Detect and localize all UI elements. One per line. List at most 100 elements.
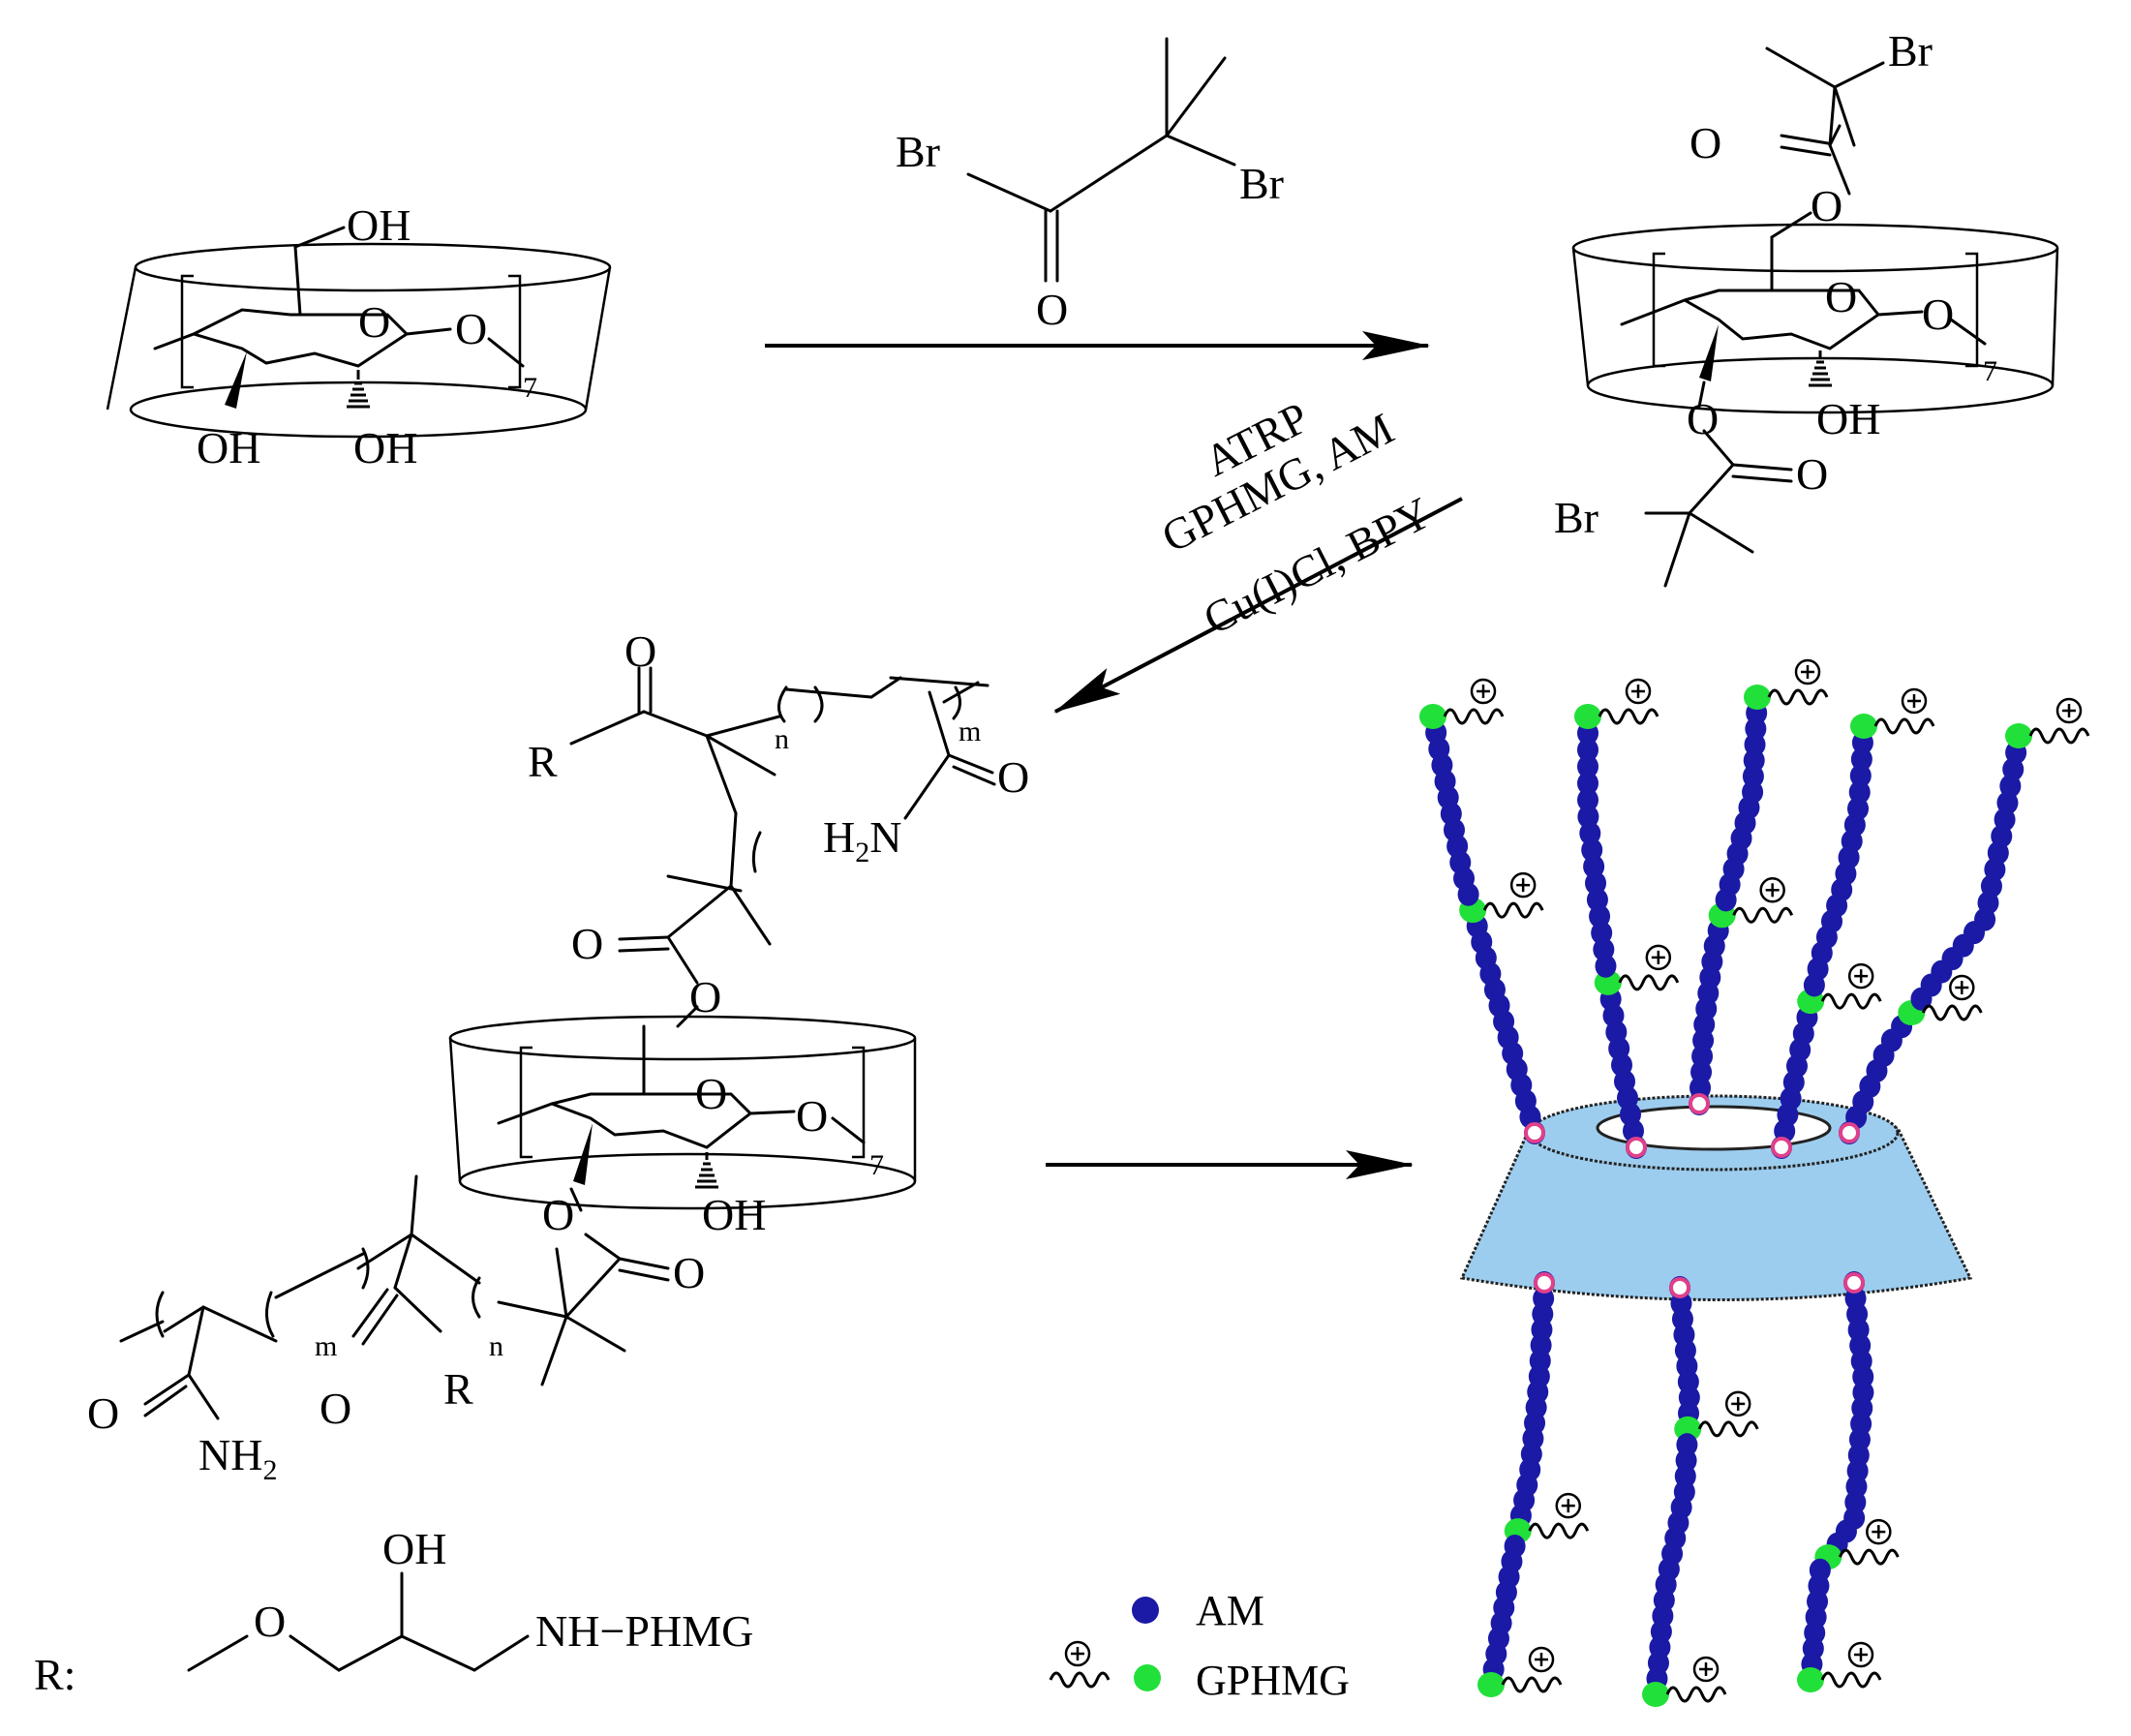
link-oxygen: O [796,1091,828,1141]
grafted-cyclodextrin: O R n m O H2N O O O O 7 O OH O m n O NH2… [87,626,1029,1486]
anchor-ring [1534,1272,1555,1294]
anchor-ring [1626,1137,1647,1158]
reagent-bromide: Br Br O [896,37,1284,334]
br-left: Br [896,127,940,176]
legend-gphmg-symbol [1049,1640,1161,1691]
legend-am-bead [1132,1597,1159,1624]
gphmg-pendant [1598,678,1659,725]
r-nh-phmg: NH−PHMG [535,1606,753,1656]
gphmg-pendant [1618,944,1680,991]
ring-oxygen: O [695,1069,727,1118]
amide-o-top: O [997,752,1029,802]
bromo-cyclodextrin: Br O O O O 7 O OH O Br [1554,26,2059,588]
ring-oxygen: O [358,297,390,347]
wedge-bond [225,351,247,409]
legend: AM GPHMG [1049,1587,1350,1704]
gphmg-bead [1850,714,1877,739]
cd-cone-top [134,242,612,292]
cd-cavity [1596,1105,1832,1151]
gphmg-pendant [1482,871,1544,919]
anchor-points [1524,1093,1865,1298]
ch2-oh-bond [293,226,346,249]
link-oxygen: O [1922,289,1954,339]
anchor-ring [1839,1122,1860,1143]
gphmg-pendant [1443,678,1505,725]
oh-right: OH [353,423,417,472]
amide-o-bottom: O [87,1388,119,1438]
link-bond [405,327,452,336]
link-bond-out [487,337,525,368]
repeat-count: 7 [869,1149,884,1181]
br-right: Br [1239,159,1284,208]
gphmg-pendant [1820,962,1882,1010]
cd-bracket-left [180,274,194,389]
cd-cone-body [1459,1126,1973,1301]
cd-bracket-right [508,274,522,389]
carbonyl-o-bottom: O [1796,449,1828,499]
link-oxygen: O [455,304,487,353]
ch2-bond [293,245,302,317]
gphmg-pendant [1665,1656,1727,1703]
gphmg-pendant [1767,658,1829,706]
subscript-n-top: n [775,723,789,755]
am-bead [1849,764,1872,788]
oh-label: OH [702,1190,766,1239]
brush-cartoon [1419,658,2090,1707]
nh2-label: NH2 [198,1430,277,1486]
ester-o-bottom: O [1687,394,1719,443]
gphmg-pendant [1501,1646,1563,1693]
am-bead [1850,747,1872,772]
hash-bond [347,370,370,409]
gphmg-bead [2005,723,2032,748]
anchor-ring [1689,1093,1710,1114]
gphmg-pendant [1697,1390,1759,1438]
reaction-arrow-2 [1053,497,1463,714]
anchor-ring [1843,1272,1865,1294]
gphmg-pendant [1528,1492,1590,1539]
carbonyl-o-mid: O [571,919,603,968]
r-oxygen: O [254,1597,286,1646]
am-bead [1577,754,1598,778]
gphmg-bead [1477,1672,1505,1697]
br-top: Br [1888,26,1933,76]
r-oh: OH [382,1524,446,1573]
carbonyl-o-top: O [1690,118,1721,168]
am-bead [1577,788,1598,812]
carbonyl-o-top: O [624,626,656,676]
gphmg-bead [1419,704,1446,729]
repeat-count: 7 [1983,355,1997,387]
reaction-conditions: ATRP GPHMG, AM Cu(I)Cl, BPY [1053,392,1463,714]
am-bead [1577,738,1598,762]
gphmg-bead [1642,1682,1669,1707]
r-bottom: R [443,1364,473,1414]
am-bead [1848,780,1871,805]
subscript-n-bottom: n [489,1330,503,1362]
ester-o-top: O [689,972,721,1021]
oh-label: OH [1816,394,1880,443]
gphmg-bead [1744,685,1771,710]
gphmg-pendants [1443,658,2090,1703]
legend-gphmg-label: GPHMG [1196,1657,1350,1704]
gphmg-pendant [1820,1641,1882,1689]
r-top: R [528,737,558,786]
subscript-m-top: m [959,716,981,747]
cd-cone-side-left [106,266,137,411]
repeat-count: 7 [523,372,537,404]
br-bottom: Br [1554,493,1598,542]
ring-oxygen: O [1825,272,1857,321]
carbonyl-oxygen: O [1036,285,1068,334]
gphmg-pendant [1921,974,1983,1021]
am-bead [1577,805,1599,829]
o-r-bottom: O [320,1384,351,1433]
r-group-definition: R: O OH NH−PHMG [34,1524,753,1699]
am-bead [1577,772,1598,796]
legend-gphmg-bead [1134,1664,1161,1691]
carbonyl-o-bottom: O [673,1248,705,1297]
ester-o-bottom: O [542,1190,574,1239]
beta-cyclodextrin: OH O O 7 OH OH [106,200,612,472]
gphmg-pendant [1873,687,1935,735]
gphmg-bead [1574,704,1601,729]
ester-o-top: O [1811,181,1842,230]
anchor-ring [1771,1137,1792,1158]
